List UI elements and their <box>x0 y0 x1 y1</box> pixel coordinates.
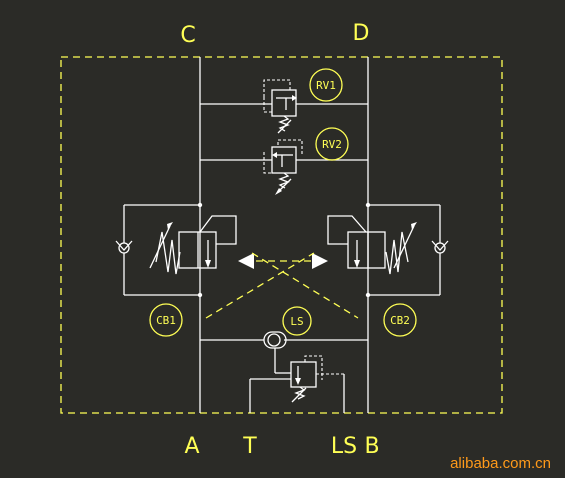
port-a-label: A <box>184 434 199 459</box>
manifold-boundary <box>60 56 503 414</box>
badge-rv2: RV2 <box>315 127 349 161</box>
port-d-label: D <box>353 21 370 46</box>
port-c-label: C <box>180 23 195 48</box>
port-t-label: T <box>242 434 257 459</box>
relief-valve-ls <box>249 355 345 413</box>
badge-rv1: RV1 <box>309 68 343 102</box>
watermark-text: alibaba.com.cn <box>450 455 551 472</box>
counterbalance-valve-cb1 <box>115 204 254 296</box>
svg-text:CB2: CB2 <box>390 314 410 327</box>
svg-text:RV2: RV2 <box>322 138 342 151</box>
svg-text:CB1: CB1 <box>156 314 176 327</box>
port-b-label: B <box>364 434 379 459</box>
port-ls-label: LS <box>331 434 357 459</box>
shuttle-valve-ls <box>200 331 368 373</box>
svg-text:LS: LS <box>290 315 303 328</box>
badge-cb2: CB2 <box>383 303 417 337</box>
counterbalance-valve-cb2 <box>312 204 449 296</box>
relief-valve-rv1 <box>200 79 368 134</box>
relief-valve-rv2 <box>200 139 368 195</box>
pilot-lines <box>205 252 359 319</box>
svg-text:RV1: RV1 <box>316 79 336 92</box>
badge-ls: LS <box>282 306 312 336</box>
badge-cb1: CB1 <box>149 303 183 337</box>
